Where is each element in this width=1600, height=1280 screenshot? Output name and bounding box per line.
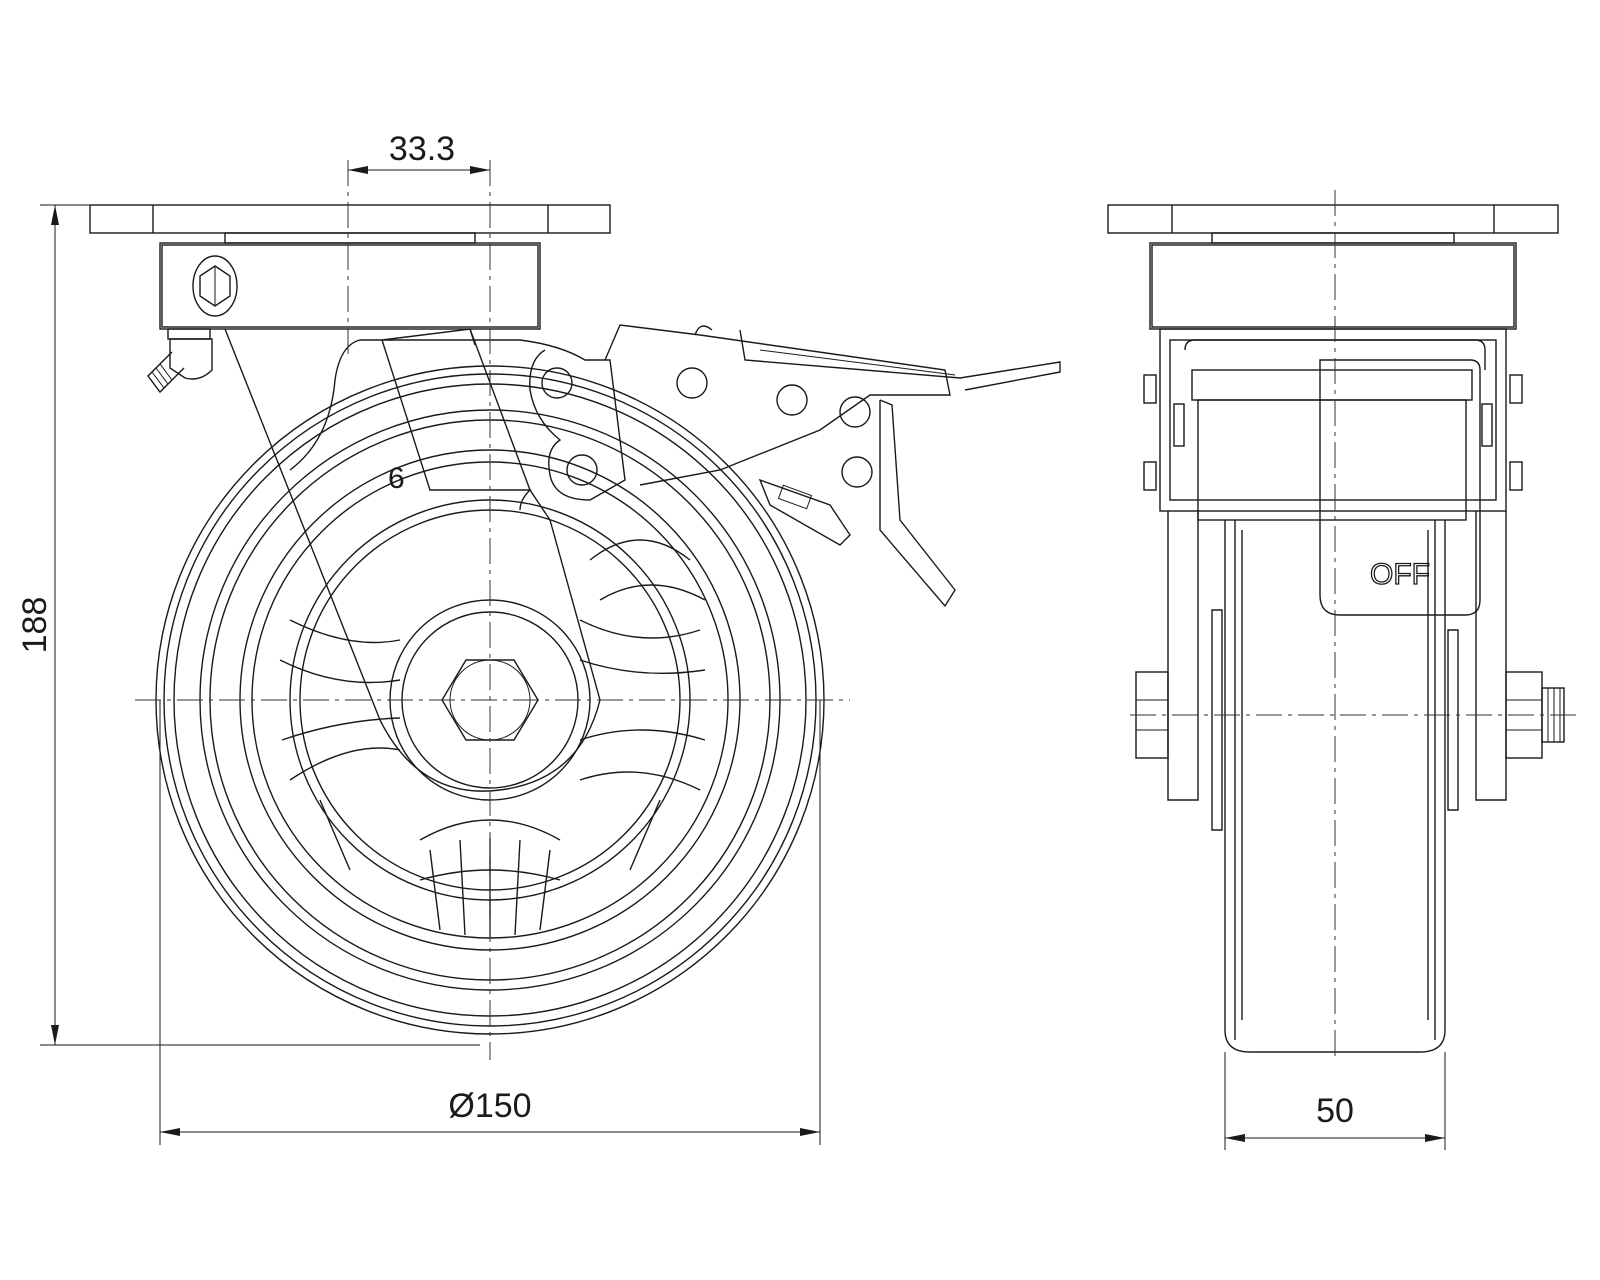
top-plate xyxy=(89,204,611,244)
front-view: OFF 50 xyxy=(1107,190,1580,1150)
fork-leg xyxy=(224,328,601,792)
swivel-block xyxy=(159,242,541,330)
fork-front xyxy=(1143,328,1523,801)
height-dimension: 188 xyxy=(16,204,480,1046)
width-dimension: 50 xyxy=(1224,1052,1446,1150)
diameter-dimension: Ø150 xyxy=(159,700,821,1145)
top-plate-front xyxy=(1107,204,1559,244)
brake-off-label: OFF xyxy=(1370,558,1430,591)
brake-mechanism xyxy=(382,324,1061,608)
grease-nipple xyxy=(147,328,213,394)
diameter-value: Ø150 xyxy=(448,1087,531,1125)
brake-pedal-front: OFF xyxy=(1319,359,1481,616)
height-value: 188 xyxy=(16,597,54,654)
offset-value: 33.3 xyxy=(389,130,455,168)
offset-dimension: 33.3 xyxy=(348,130,490,174)
side-view: 6 33.3 188 Ø150 xyxy=(16,130,1061,1145)
fork-number-marking: 6 xyxy=(388,462,405,495)
width-value: 50 xyxy=(1316,1092,1354,1130)
swivel-block-front xyxy=(1149,242,1517,330)
